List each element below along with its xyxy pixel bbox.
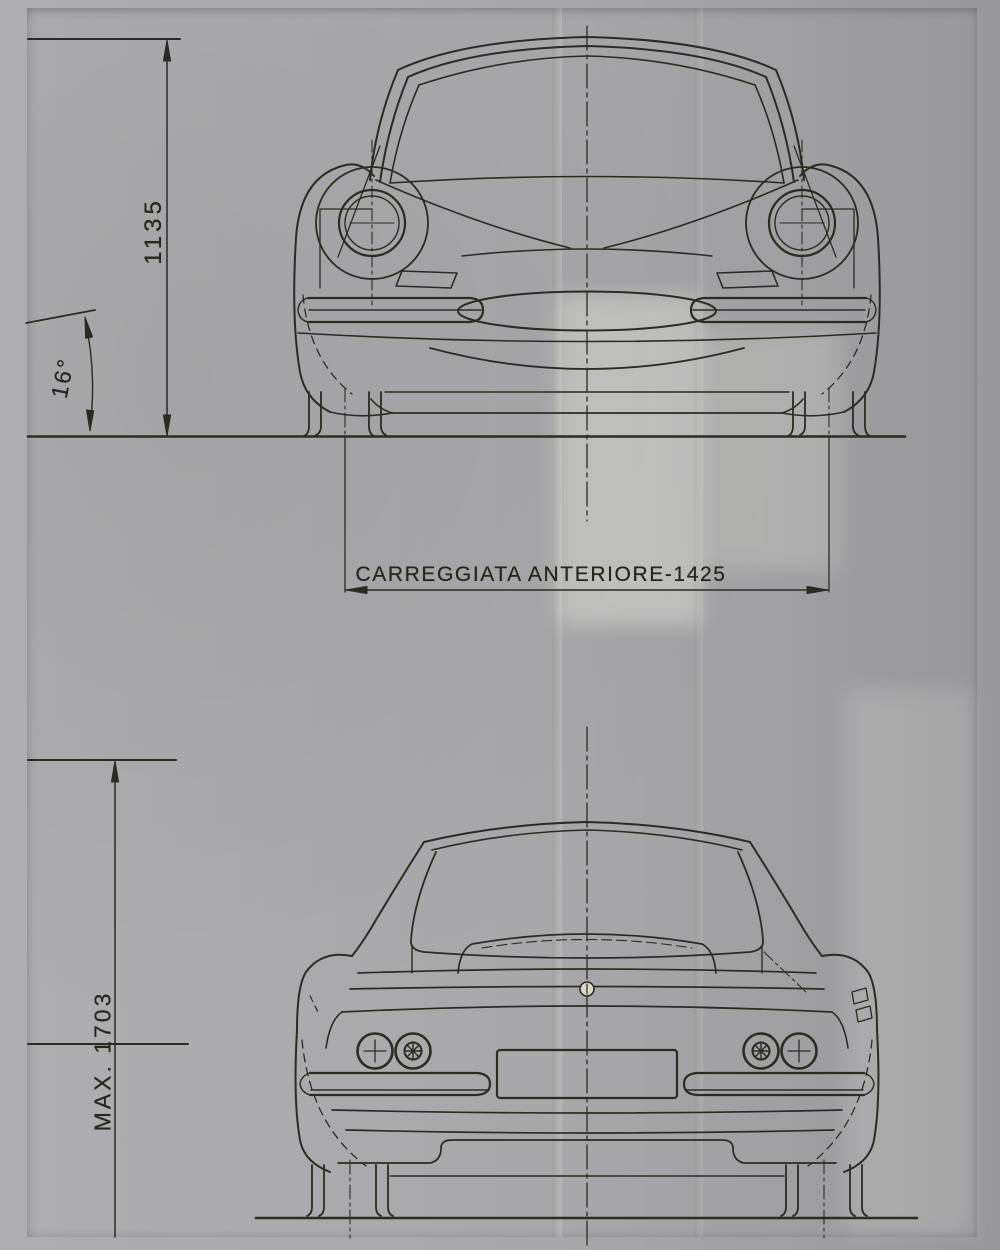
front-fenders-body <box>293 163 881 417</box>
rear-window <box>410 851 764 959</box>
dimension-label-max-width: MAX. 1703 <box>89 990 116 1132</box>
front-view <box>25 25 907 595</box>
reverse-light-left <box>394 1032 432 1070</box>
turn-indicator-left <box>395 270 458 289</box>
rear-roof-buttresses <box>351 821 823 974</box>
license-plate <box>495 1048 679 1100</box>
front-grille <box>457 290 717 332</box>
rear-deck <box>309 933 873 1023</box>
rear-bumper-left <box>308 1071 492 1097</box>
rear-view <box>27 726 919 1249</box>
engine-lid-edge <box>457 933 717 974</box>
taillight-right-outer <box>780 1032 818 1070</box>
dimension-label-front-height: 1135 <box>140 197 167 265</box>
fuel-vent-detail <box>851 987 873 1023</box>
front-bumperette-left <box>306 296 485 324</box>
front-wheels <box>302 294 872 437</box>
reverse-light-right <box>742 1032 780 1070</box>
dimension-label-front-track: CARREGGIATA ANTERIORE-1425 <box>355 563 727 586</box>
front-bumperette-right <box>689 296 868 324</box>
front-nose-details <box>297 270 877 332</box>
taillight-left-outer <box>356 1032 394 1070</box>
rear-bumper-right <box>682 1071 866 1097</box>
rear-wheels <box>301 1039 873 1239</box>
front-headlights <box>315 139 859 306</box>
dim-front-track <box>344 436 830 595</box>
turn-indicator-right <box>716 270 779 289</box>
dim-angle-16 <box>25 309 96 432</box>
rear-fenders-body <box>294 953 880 1173</box>
dim-max-width <box>27 759 189 1238</box>
rear-panel-details <box>299 1032 875 1100</box>
rear-valance <box>331 1109 843 1177</box>
dim-front-height <box>27 38 181 437</box>
